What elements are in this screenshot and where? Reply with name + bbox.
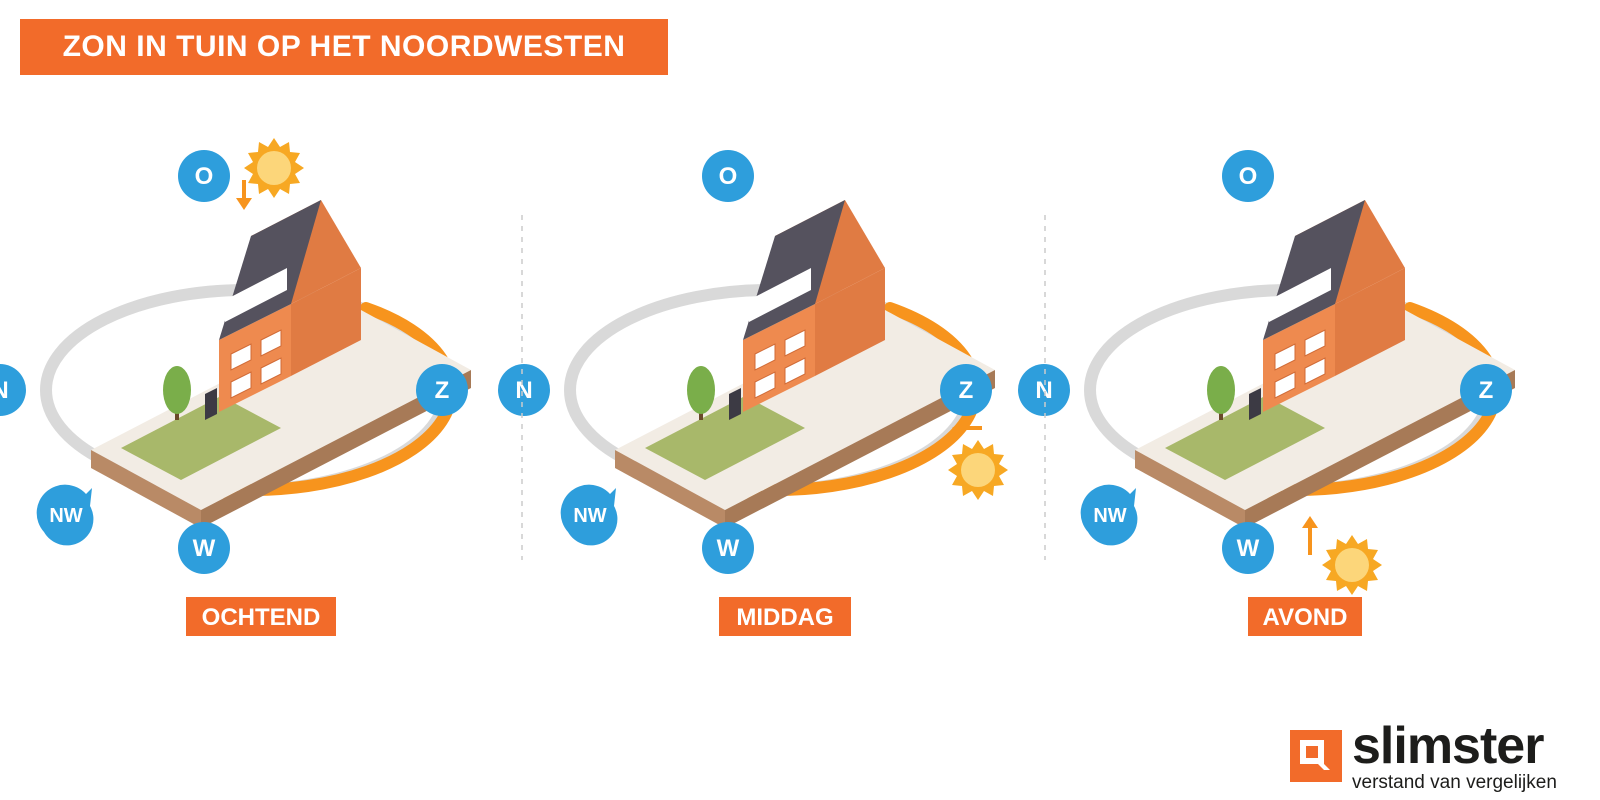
compass-northwest-letter: NW	[1093, 505, 1126, 527]
compass-west: W	[178, 522, 230, 574]
panel-ochtend: O N Z W NW OCHTEND	[0, 138, 471, 636]
compass-north: N	[0, 364, 26, 416]
dormer-window	[749, 268, 811, 322]
house-window	[754, 343, 776, 371]
house-window	[754, 371, 776, 399]
dormer-window	[1269, 268, 1331, 322]
house-window	[260, 357, 282, 385]
compass-east: O	[702, 150, 754, 202]
house-door	[1249, 388, 1261, 420]
house-illustration	[615, 200, 995, 528]
brand-name: slimster	[1352, 717, 1544, 775]
time-label: OCHTEND	[202, 604, 321, 631]
house-illustration	[91, 200, 471, 528]
garden-lawn	[645, 396, 805, 480]
dormer-window	[225, 268, 287, 322]
time-label: MIDDAG	[736, 604, 833, 631]
compass-north: N	[1018, 364, 1070, 416]
house-window	[1274, 343, 1296, 371]
compass-south: Z	[1460, 364, 1512, 416]
time-label-badge	[719, 597, 851, 636]
compass-north-letter: N	[515, 377, 532, 404]
compass-west: W	[702, 522, 754, 574]
house-illustration	[1135, 200, 1515, 528]
compass-northwest: NW	[36, 484, 94, 546]
compass-east: O	[178, 150, 230, 202]
sun-path-arc	[240, 302, 458, 497]
compass-east: O	[1222, 150, 1274, 202]
brand-logo: slimster verstand van vergelijken	[1290, 717, 1590, 796]
house-window	[260, 329, 282, 357]
compass-south-letter: Z	[959, 377, 974, 404]
house-door	[205, 388, 217, 420]
compass-north-letter: N	[0, 377, 9, 404]
time-label-badge	[186, 597, 336, 636]
compass-west: W	[1222, 522, 1274, 574]
sun-path-arc	[1284, 302, 1502, 497]
house-window	[784, 329, 806, 357]
house-window	[230, 343, 252, 371]
house-window	[1304, 329, 1326, 357]
compass-northwest: NW	[1080, 484, 1138, 546]
compass-east-letter: O	[195, 163, 214, 190]
compass-north: N	[498, 364, 550, 416]
sun-path-arc	[764, 302, 982, 497]
garden-lawn	[1165, 396, 1325, 480]
sun-icon	[244, 138, 304, 198]
compass-northwest-letter: NW	[49, 505, 82, 527]
panel-avond: O N Z W NW AVOND	[1018, 150, 1515, 636]
tree-icon	[163, 366, 191, 414]
brand-mark-icon	[1290, 730, 1342, 782]
garden-lawn	[121, 396, 281, 480]
compass-northwest-letter: NW	[573, 505, 606, 527]
sun-icon	[1322, 535, 1382, 595]
house-door	[729, 388, 741, 420]
compass-north-letter: N	[1035, 377, 1052, 404]
compass-east-letter: O	[1239, 163, 1258, 190]
panel-middag: O N Z W NW MIDDAG	[498, 150, 1008, 636]
compass-west-letter: W	[193, 535, 216, 562]
brand-tagline: verstand van vergelijken	[1352, 772, 1557, 793]
tree-icon	[687, 366, 715, 414]
house-window	[1304, 357, 1326, 385]
tree-icon	[1207, 366, 1235, 414]
house-window	[784, 357, 806, 385]
compass-south-letter: Z	[1479, 377, 1494, 404]
title-banner: ZON IN TUIN OP HET NOORDWESTEN	[20, 19, 668, 75]
compass-south: Z	[416, 364, 468, 416]
compass-south-letter: Z	[435, 377, 450, 404]
compass-west-letter: W	[1237, 535, 1260, 562]
compass-east-letter: O	[719, 163, 738, 190]
house-window	[1274, 371, 1296, 399]
time-label: AVOND	[1263, 604, 1348, 631]
compass-west-letter: W	[717, 535, 740, 562]
compass-south: Z	[940, 364, 992, 416]
compass-northwest: NW	[560, 484, 618, 546]
sun-icon	[948, 440, 1008, 500]
house-window	[230, 371, 252, 399]
time-label-badge	[1248, 597, 1362, 636]
